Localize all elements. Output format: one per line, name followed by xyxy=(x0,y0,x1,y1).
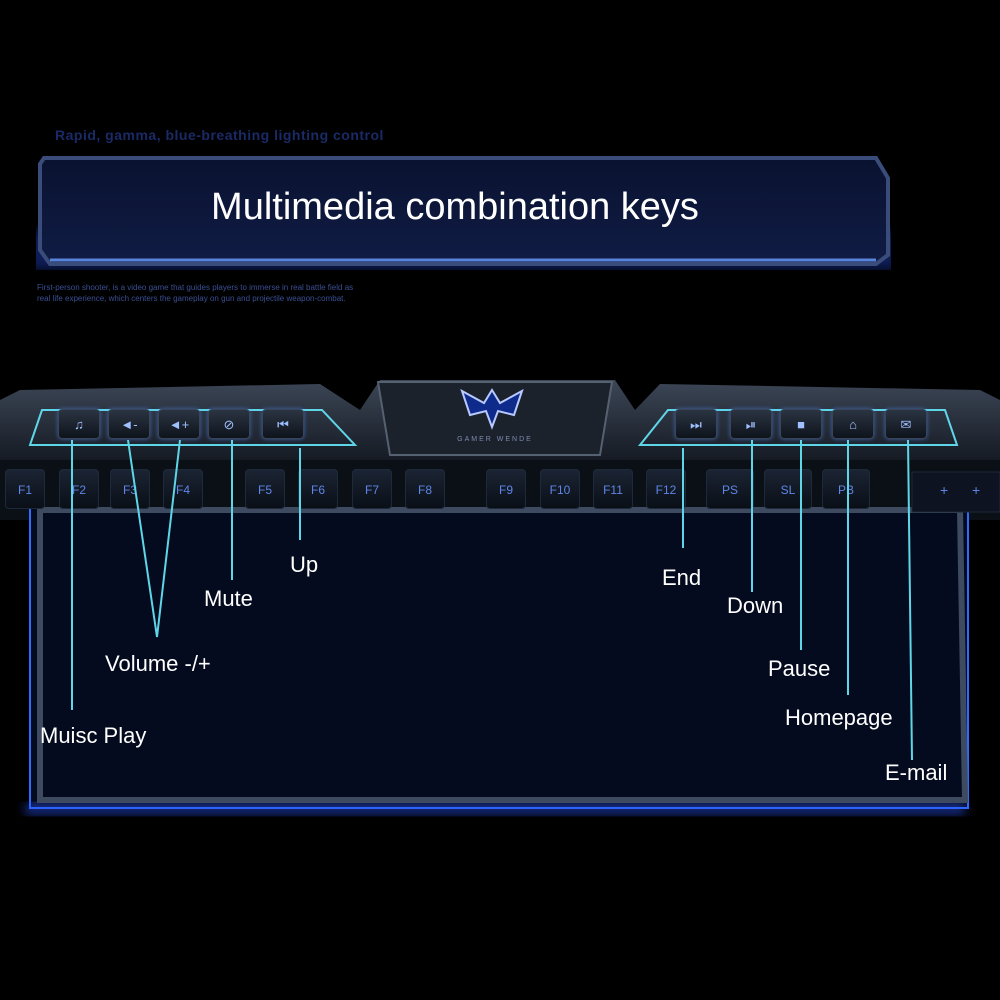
faint-heading: Rapid, gamma, blue-breathing lighting co… xyxy=(55,127,384,143)
svg-text:+: + xyxy=(972,482,980,498)
svg-text:+: + xyxy=(940,482,948,498)
key-f2[interactable]: F2 xyxy=(59,469,99,509)
play-pause-icon: ⏯ xyxy=(745,417,757,432)
next-track-icon: ⏭ xyxy=(690,417,702,432)
key-f4[interactable]: F4 xyxy=(163,469,203,509)
mute-icon: ⊘ xyxy=(223,417,235,432)
key-f8[interactable]: F8 xyxy=(405,469,445,509)
label-pause: Pause xyxy=(768,656,831,681)
label-email: E-mail xyxy=(885,760,948,785)
stop-icon: ■ xyxy=(797,417,805,432)
volume-up-icon: ◄+ xyxy=(168,417,190,432)
music-note-icon: ♫ xyxy=(74,417,84,432)
label-homepage: Homepage xyxy=(785,705,893,730)
label-music-play: Muisc Play xyxy=(40,723,147,748)
key-pb[interactable]: PB xyxy=(822,469,870,509)
label-end: End xyxy=(662,565,702,590)
bat-logo-icon xyxy=(460,388,524,430)
mail-key[interactable]: ✉ xyxy=(885,409,927,439)
mail-icon: ✉ xyxy=(900,417,912,432)
volume-up-key[interactable]: ◄+ xyxy=(158,409,200,439)
label-down: Down xyxy=(727,593,784,618)
label-mute: Mute xyxy=(204,586,253,611)
banner-title: Multimedia combination keys xyxy=(211,186,699,228)
key-f1[interactable]: F1 xyxy=(5,469,45,509)
key-f9[interactable]: F9 xyxy=(486,469,526,509)
key-sl[interactable]: SL xyxy=(764,469,812,509)
music-note-key[interactable]: ♫ xyxy=(58,409,100,439)
key-f12[interactable]: F12 xyxy=(646,469,686,509)
key-ps[interactable]: PS xyxy=(706,469,754,509)
label-volume: Volume -/+ xyxy=(105,651,211,676)
key-f3[interactable]: F3 xyxy=(110,469,150,509)
next-track-key[interactable]: ⏭ xyxy=(675,409,717,439)
key-f6[interactable]: F6 xyxy=(298,469,338,509)
home-key[interactable]: ⌂ xyxy=(832,409,874,439)
key-f5[interactable]: F5 xyxy=(245,469,285,509)
label-up: Up xyxy=(290,552,319,577)
banner-frame xyxy=(36,156,891,270)
stop-key[interactable]: ■ xyxy=(780,409,822,439)
fine-print: First-person shooter, is a video game th… xyxy=(37,283,354,303)
mute-key[interactable]: ⊘ xyxy=(208,409,250,439)
home-icon: ⌂ xyxy=(849,417,857,432)
key-f10[interactable]: F10 xyxy=(540,469,580,509)
previous-track-key[interactable]: ⏮ xyxy=(262,409,304,439)
logo-text: GAMER WENDE xyxy=(457,436,533,443)
volume-down-icon: ◄- xyxy=(120,417,138,432)
play-pause-key[interactable]: ⏯ xyxy=(730,409,772,439)
volume-down-key[interactable]: ◄- xyxy=(108,409,150,439)
previous-track-icon: ⏮ xyxy=(277,417,289,432)
key-f7[interactable]: F7 xyxy=(352,469,392,509)
key-f11[interactable]: F11 xyxy=(593,469,633,509)
